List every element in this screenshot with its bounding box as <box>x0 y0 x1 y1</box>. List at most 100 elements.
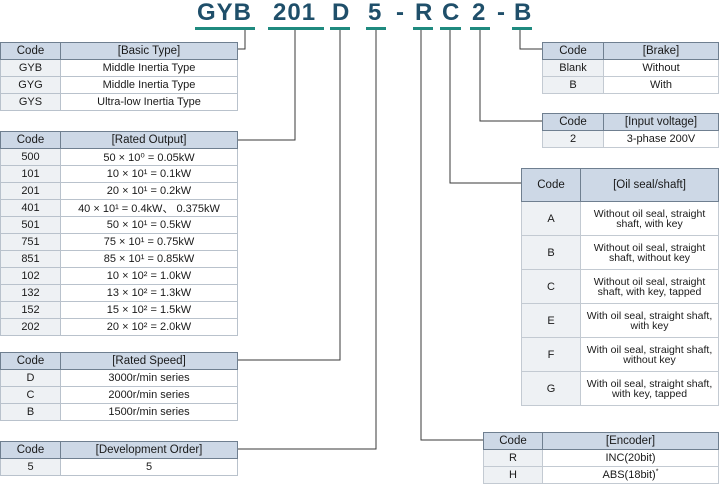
model-seg-basic-type: GYB <box>197 0 253 26</box>
model-seg-input-voltage: 2 <box>472 0 487 26</box>
value-cell: 2000r/min series <box>60 386 238 404</box>
value-cell: With oil seal, straight shaft, without k… <box>580 337 719 372</box>
code-cell: 851 <box>0 250 61 268</box>
value-cell: 20 × 10² = 2.0kW <box>60 318 238 336</box>
value-cell: 85 × 10¹ = 0.85kW <box>60 250 238 268</box>
value-cell: 10 × 10² = 1.0kW <box>60 267 238 285</box>
underline-oil-seal <box>440 27 461 30</box>
code-cell: B <box>521 235 581 270</box>
code-cell: 401 <box>0 199 61 217</box>
code-cell: 202 <box>0 318 61 336</box>
code-cell: 751 <box>0 233 61 251</box>
leader-input-voltage <box>479 30 542 122</box>
col-header-code: Code <box>483 432 543 450</box>
col-header-rated-output: [Rated Output] <box>60 131 238 149</box>
col-header-code: Code <box>521 168 581 202</box>
underline-basic-type <box>195 27 255 30</box>
code-cell: 152 <box>0 301 61 319</box>
value-cell: Middle Inertia Type <box>60 76 238 94</box>
col-header-code: Code <box>542 113 604 131</box>
table-row: GYB Middle Inertia Type <box>0 59 238 77</box>
code-cell: 132 <box>0 284 61 302</box>
table-row: H ABS(18bit)* <box>483 466 719 484</box>
value-cell: 5 <box>60 458 238 476</box>
code-cell: 201 <box>0 182 61 200</box>
model-seg-development-order: 5 <box>368 0 383 26</box>
code-cell: 501 <box>0 216 61 234</box>
value-cell: 50 × 10¹ = 0.5kW <box>60 216 238 234</box>
value-cell: With oil seal, straight shaft, with key <box>580 303 719 338</box>
underline-encoder <box>413 27 433 30</box>
col-header-basic-type: [Basic Type] <box>60 42 238 60</box>
value-cell: Without <box>603 59 719 77</box>
value-cell: 40 × 10¹ = 0.4kW、 0.375kW <box>60 199 238 217</box>
code-cell: H <box>483 466 543 484</box>
code-cell: F <box>521 337 581 372</box>
model-seg-rated-speed: D <box>332 0 351 26</box>
col-header-input-voltage: [Input voltage] <box>603 113 719 131</box>
model-seg-rated-output: 201 <box>273 0 317 26</box>
value-cell: 1500r/min series <box>60 403 238 421</box>
value-cell: Without oil seal, straight shaft, with k… <box>580 269 719 304</box>
underline-brake <box>512 27 532 30</box>
col-header-code: Code <box>0 441 61 459</box>
value-cell: 3000r/min series <box>60 369 238 387</box>
code-cell: Blank <box>542 59 604 77</box>
model-seg-brake: B <box>514 0 533 26</box>
leader-oil-seal <box>449 30 521 184</box>
model-seg-oil-seal: C <box>442 0 461 26</box>
code-cell: C <box>0 386 61 404</box>
encoder-abs-label: ABS(18bit) <box>602 469 656 481</box>
code-cell: B <box>0 403 61 421</box>
value-cell: 75 × 10¹ = 0.75kW <box>60 233 238 251</box>
code-cell: 5 <box>0 458 61 476</box>
value-cell: INC(20bit) <box>542 449 719 467</box>
value-cell: ABS(18bit)* <box>542 466 719 484</box>
leader-basic-type <box>238 30 246 50</box>
code-cell: C <box>521 269 581 304</box>
footnote-mark: * <box>655 468 659 476</box>
col-header-brake: [Brake] <box>603 42 719 60</box>
col-header-development-order: [Development Order] <box>60 441 238 459</box>
col-header-code: Code <box>0 42 61 60</box>
value-cell: 15 × 10² = 1.5kW <box>60 301 238 319</box>
model-seg-encoder: R <box>415 0 434 26</box>
value-cell: Without oil seal, straight shaft, with k… <box>580 201 719 236</box>
model-seg-dash: - <box>497 0 506 26</box>
leader-rated-output <box>238 30 296 141</box>
col-header-rated-speed: [Rated Speed] <box>60 352 238 370</box>
table-row: GYG Middle Inertia Type <box>0 76 238 94</box>
code-cell: GYS <box>0 93 61 111</box>
code-cell: GYG <box>0 76 61 94</box>
underline-rated-output <box>268 27 324 30</box>
col-header-code: Code <box>0 131 61 149</box>
code-cell: R <box>483 449 543 467</box>
code-cell: GYB <box>0 59 61 77</box>
underline-rated-speed <box>330 27 350 30</box>
leader-rated-speed <box>238 30 341 361</box>
col-header-code: Code <box>0 352 61 370</box>
